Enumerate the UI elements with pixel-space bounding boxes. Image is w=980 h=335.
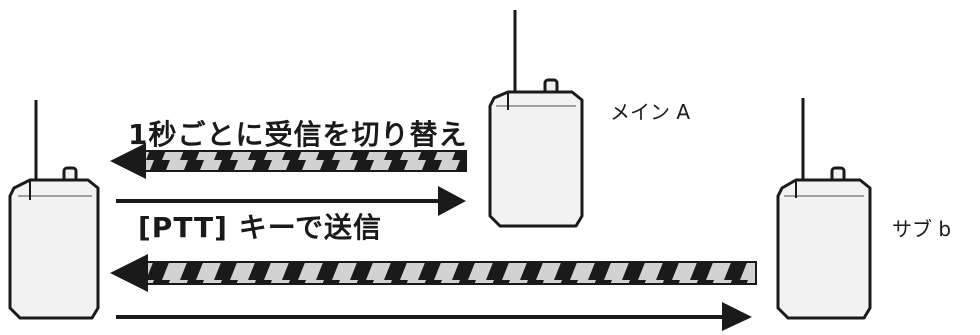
receive-arrow-sub [110, 254, 757, 292]
sub-radio-label: サブ b [892, 217, 952, 241]
send-arrow-main [116, 186, 466, 216]
switch-receive-label: 1秒ごとに受信を切り替え [128, 118, 468, 151]
left-radio-icon [8, 100, 100, 320]
main-radio-icon [488, 10, 584, 228]
ptt-send-label: [PTT] キーで送信 [138, 211, 383, 244]
receive-arrow-main [110, 143, 467, 179]
sub-radio-icon [776, 98, 872, 320]
main-radio-label: メイン A [610, 100, 691, 124]
send-arrow-sub [116, 302, 752, 331]
